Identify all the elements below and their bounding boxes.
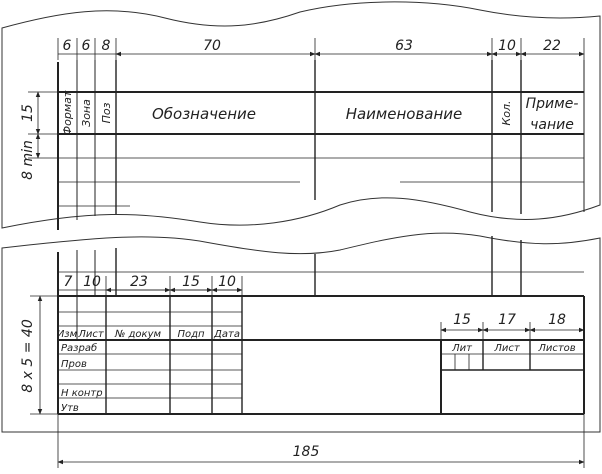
label-approved: Утв <box>61 403 79 414</box>
label-lit: Лит <box>451 343 473 354</box>
dim-date-width: 10 <box>218 274 236 290</box>
title-dimension-lines <box>57 276 585 468</box>
dim-sheet-width: 17 <box>498 312 516 328</box>
dim-name-width: 63 <box>395 38 413 54</box>
label-list: Лист <box>77 329 105 340</box>
top-dimension-lines <box>57 38 585 60</box>
left-dimension-lines <box>28 91 58 415</box>
header-format: Формат <box>61 90 74 135</box>
label-developed: Разраб <box>61 342 97 354</box>
dim-qty-width: 10 <box>498 38 516 54</box>
label-norm-control: Н контр <box>61 388 103 399</box>
dim-pos-width: 8 <box>102 38 111 54</box>
dim-docno-width: 23 <box>130 274 148 290</box>
dim-izm-width: 7 <box>64 274 73 290</box>
dim-format-width: 6 <box>63 38 72 54</box>
label-sheets: Листов <box>537 343 575 354</box>
label-sign: Подп <box>177 329 205 340</box>
label-checked: Пров <box>61 359 87 370</box>
dim-designation-width: 70 <box>203 38 221 54</box>
dim-sheets-width: 18 <box>548 312 566 328</box>
header-designation: Обозначение <box>152 105 256 123</box>
spec-table-grid <box>57 60 585 415</box>
bottom-sheet-outline <box>1 232 601 433</box>
label-doc-no: № докум <box>114 329 162 340</box>
dim-note-width: 22 <box>543 38 561 54</box>
dim-title-height: 8 x 5 = 40 <box>20 319 36 393</box>
dim-lit-width: 15 <box>453 312 471 328</box>
dim-zone-width: 6 <box>82 38 91 54</box>
header-pos: Поз <box>100 102 113 123</box>
header-note-line2: чание <box>530 117 574 133</box>
dim-list-width: 10 <box>83 274 101 290</box>
dim-row-height: 8 min <box>20 140 36 180</box>
dim-header-height: 15 <box>20 104 36 122</box>
header-zone: Зона <box>80 99 93 127</box>
label-sheet: Лист <box>493 343 521 354</box>
dim-sign-width: 15 <box>182 274 200 290</box>
header-qty: Кол. <box>500 100 513 125</box>
header-note-line1: Приме- <box>526 96 579 112</box>
label-date: Дата <box>213 329 240 340</box>
header-name: Наименование <box>346 105 463 123</box>
dim-total-width: 185 <box>293 444 320 460</box>
top-sheet-outline <box>1 1 601 229</box>
label-izm: Изм <box>57 329 78 340</box>
